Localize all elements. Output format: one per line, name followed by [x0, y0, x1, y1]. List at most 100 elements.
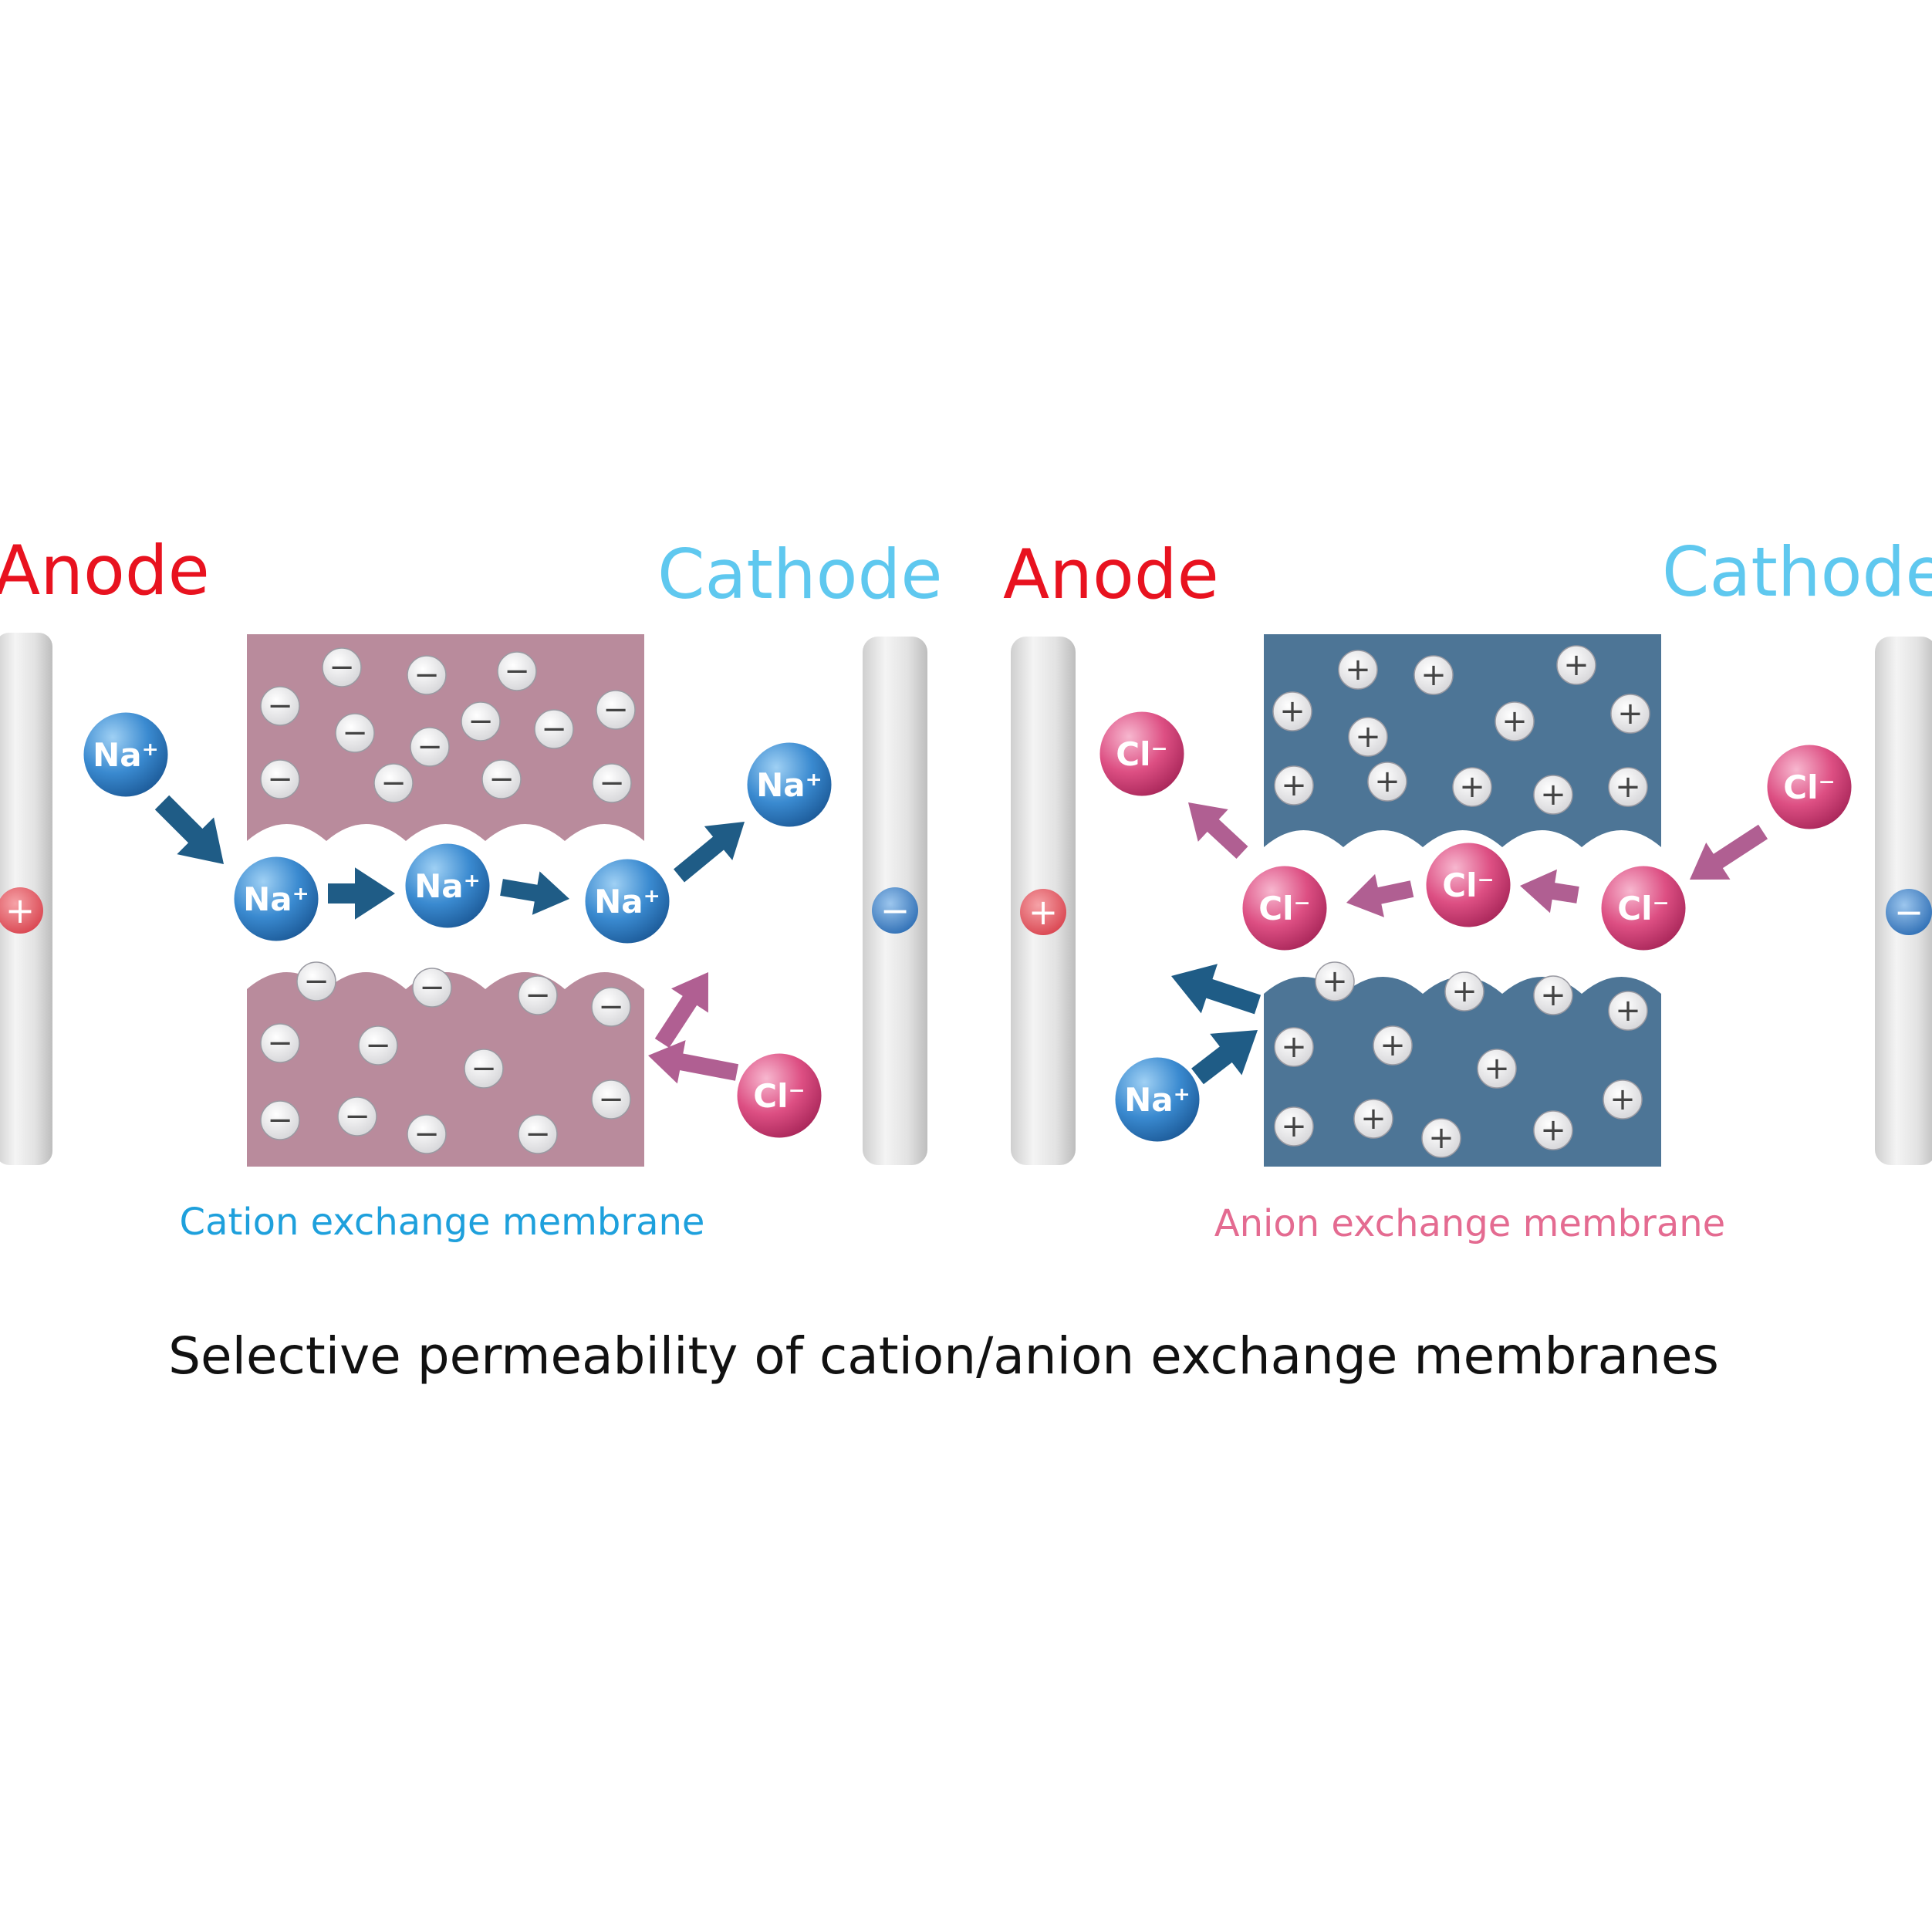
- chloride-ion: Cl⁻: [1424, 840, 1513, 930]
- fixed-charge-bead: −: [481, 759, 522, 799]
- svg-text:+: +: [1563, 647, 1589, 683]
- cathode-electrode: −: [1875, 637, 1932, 1165]
- svg-text:Na⁺: Na⁺: [594, 883, 660, 920]
- anion-panel-ions: Cl⁻ Cl⁻ Cl⁻ Cl⁻ Cl⁻ Na⁺: [1097, 709, 1854, 1144]
- fixed-charge-bead: −: [518, 1114, 558, 1154]
- sodium-ion: Na⁺: [231, 854, 321, 944]
- svg-text:+: +: [1484, 1051, 1510, 1086]
- svg-text:+: +: [1279, 694, 1305, 729]
- svg-text:Na⁺: Na⁺: [93, 736, 159, 774]
- fixed-charge-bead: −: [335, 713, 375, 753]
- fixed-charge-bead: +: [1272, 691, 1312, 731]
- cathode-label: Cathode: [657, 535, 943, 614]
- svg-text:−: −: [419, 970, 445, 1005]
- svg-text:+: +: [1615, 993, 1641, 1028]
- fixed-charge-bead: +: [1274, 765, 1314, 806]
- svg-text:+: +: [1322, 964, 1348, 999]
- fixed-charge-bead: +: [1603, 1079, 1643, 1120]
- svg-text:Cl⁻: Cl⁻: [1116, 735, 1167, 773]
- chloride-ion: Cl⁻: [1599, 863, 1688, 953]
- fixed-charge-bead: −: [497, 651, 537, 691]
- anode-label: Anode: [0, 531, 210, 610]
- svg-text:−: −: [525, 1116, 551, 1152]
- fixed-charge-bead: +: [1556, 645, 1596, 685]
- svg-text:Cl⁻: Cl⁻: [1258, 890, 1310, 927]
- fixed-charge-bead: +: [1274, 1106, 1314, 1147]
- ion-migration-arrow: [648, 1040, 739, 1084]
- chloride-ion: Cl⁻: [1765, 742, 1854, 832]
- fixed-charge-bead: +: [1373, 1025, 1413, 1066]
- svg-text:Na⁺: Na⁺: [1124, 1081, 1191, 1119]
- svg-text:Na⁺: Na⁺: [243, 880, 309, 918]
- svg-text:+: +: [1355, 719, 1381, 755]
- svg-text:+: +: [1451, 974, 1478, 1009]
- svg-text:−: −: [365, 1028, 391, 1063]
- fixed-charge-bead: −: [461, 701, 501, 741]
- svg-text:+: +: [1609, 1082, 1636, 1117]
- fixed-charge-bead: +: [1495, 701, 1535, 741]
- svg-text:−: −: [380, 765, 407, 801]
- fixed-charge-bead: +: [1348, 717, 1388, 757]
- svg-text:−: −: [504, 654, 530, 689]
- ion-migration-arrow: [154, 795, 224, 864]
- svg-text:−: −: [267, 1025, 293, 1061]
- svg-text:−: −: [417, 729, 443, 765]
- fixed-charge-bead: +: [1353, 1099, 1393, 1139]
- fixed-charge-bead: −: [591, 1079, 631, 1120]
- anode-sign: +: [1028, 891, 1059, 933]
- figure-caption: Selective permeability of cation/anion e…: [168, 1326, 1719, 1386]
- fixed-charge-bead: −: [412, 968, 452, 1008]
- fixed-charge-bead: −: [407, 1114, 447, 1154]
- anode-electrode: +: [1011, 637, 1076, 1165]
- fixed-charge-bead: +: [1608, 767, 1648, 807]
- fixed-charge-bead: −: [464, 1049, 504, 1089]
- fixed-charge-bead: −: [358, 1025, 398, 1066]
- anode-label: Anode: [1003, 535, 1219, 614]
- ion-migration-arrow: [500, 871, 569, 915]
- ion-migration-arrow: [1188, 802, 1248, 860]
- svg-text:+: +: [1360, 1101, 1387, 1137]
- ion-migration-arrow: [1171, 964, 1262, 1015]
- fixed-charge-bead: −: [410, 727, 450, 767]
- fixed-charge-bead: +: [1608, 991, 1648, 1031]
- svg-text:Na⁺: Na⁺: [414, 867, 481, 905]
- sodium-ion: Na⁺: [1113, 1055, 1202, 1144]
- svg-text:−: −: [342, 715, 368, 751]
- svg-text:+: +: [1281, 1029, 1307, 1065]
- anode-sign-badge: [0, 887, 43, 934]
- svg-text:+: +: [1428, 1120, 1454, 1156]
- anode-sign-badge: [1020, 889, 1066, 935]
- sodium-ion: Na⁺: [403, 841, 492, 931]
- chloride-ion: Cl⁻: [1240, 863, 1329, 953]
- fixed-charge-bead: +: [1315, 961, 1355, 1001]
- chloride-ion: Cl⁻: [735, 1051, 824, 1140]
- fixed-charge-bead: −: [260, 1100, 300, 1140]
- cathode-electrode: −: [863, 637, 927, 1165]
- fixed-charge-bead: −: [260, 686, 300, 726]
- fixed-charge-bead: +: [1533, 975, 1573, 1015]
- svg-text:−: −: [471, 1051, 497, 1086]
- fixed-charge-bead: −: [591, 987, 631, 1027]
- cation-panel: Anode Cathode + − −−−−−−−−−−−−−−−−−−−−−−…: [0, 531, 943, 1244]
- fixed-charge-bead: +: [1338, 650, 1378, 690]
- fixed-charge-bead: −: [407, 655, 447, 695]
- svg-text:+: +: [1540, 777, 1566, 812]
- cation-membrane-caption: Cation exchange membrane: [180, 1201, 705, 1244]
- svg-text:+: +: [1459, 769, 1485, 805]
- cathode-sign-badge: [872, 887, 918, 934]
- fixed-charge-bead: −: [337, 1096, 377, 1137]
- fixed-charge-bead: −: [534, 709, 574, 749]
- svg-text:Cl⁻: Cl⁻: [1442, 866, 1494, 904]
- cation-panel-ions: Na⁺ Na⁺ Na⁺ Na⁺ Na⁺ Cl⁻: [81, 710, 834, 1140]
- svg-text:+: +: [1281, 1109, 1307, 1144]
- svg-text:+: +: [1615, 769, 1641, 805]
- fixed-charge-bead: −: [260, 1023, 300, 1063]
- ion-migration-arrow: [1346, 873, 1414, 917]
- svg-text:−: −: [525, 978, 551, 1013]
- fixed-charge-bead: −: [260, 759, 300, 799]
- svg-text:−: −: [267, 1103, 293, 1138]
- fixed-charge-bead: +: [1477, 1049, 1517, 1089]
- sodium-ion: Na⁺: [745, 740, 834, 829]
- svg-text:+: +: [1281, 768, 1307, 803]
- anion-panel: Anode Cathode + − ++++++++++++++++++++++…: [1003, 532, 1932, 1245]
